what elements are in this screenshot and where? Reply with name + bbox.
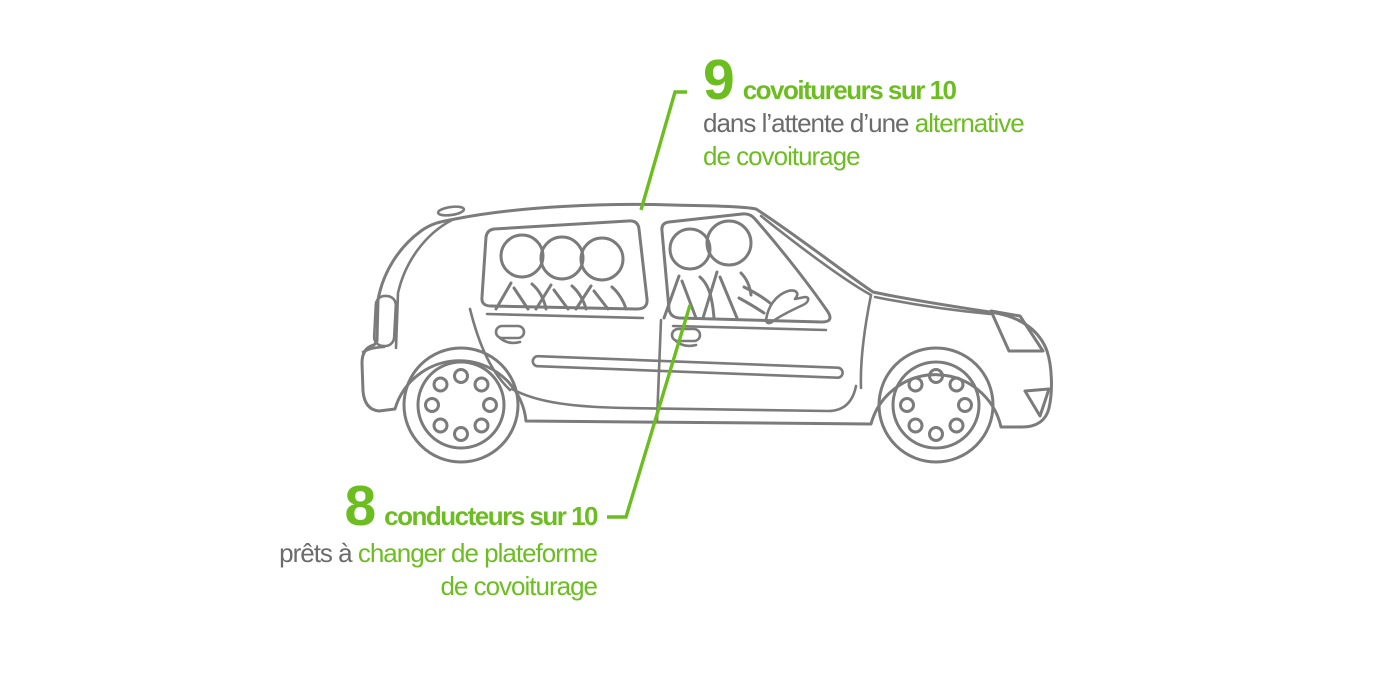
door-handle-rear xyxy=(494,324,526,345)
headlight xyxy=(989,309,1045,353)
rear-passengers xyxy=(494,233,628,311)
front-occupants xyxy=(662,219,772,320)
stat-top-headline: 9 covoitureurs sur 10 xyxy=(703,48,957,112)
stat-top-label: covoitureurs sur 10 xyxy=(742,75,957,105)
side-molding xyxy=(531,354,844,380)
wheel-front xyxy=(877,346,995,464)
rear-window xyxy=(480,219,649,311)
stat-bottom-line3: de covoiturage xyxy=(440,571,598,601)
rear-door-seam xyxy=(468,307,512,392)
antenna xyxy=(436,205,466,217)
stat-top-line2: dans l’attente d’une alternative xyxy=(703,108,1025,138)
rear-bumper-edge xyxy=(361,345,386,354)
door-handle-front xyxy=(670,327,702,348)
wheel-rear xyxy=(402,346,520,464)
stat-bottom-description: prêts à changer de plateforme de covoitu… xyxy=(279,537,598,603)
hatch-seam xyxy=(394,218,454,350)
front-window xyxy=(660,212,832,324)
front-fender-seam xyxy=(859,293,873,390)
stat-bottom-headline: 8 conducteurs sur 10 xyxy=(344,474,598,538)
steering-wheel xyxy=(764,289,810,325)
stat-top-line3: de covoiturage xyxy=(703,141,861,171)
door-bottom-crease xyxy=(510,384,858,413)
stat-top-number: 9 xyxy=(703,48,735,112)
leader-line-top xyxy=(639,90,687,211)
hood-seam xyxy=(873,295,992,316)
stat-bottom-line2: prêts à changer de plateforme xyxy=(279,538,598,568)
rear-door-sill xyxy=(485,312,645,320)
bumper-triangle xyxy=(1023,387,1051,418)
windshield-trim xyxy=(759,214,873,297)
leader-line-bottom xyxy=(607,304,692,519)
stat-bottom-number: 8 xyxy=(344,474,376,538)
stat-bottom-label: conducteurs sur 10 xyxy=(384,501,598,531)
front-door-sill xyxy=(671,324,828,332)
stat-top-description: dans l’attente d’une alternative de covo… xyxy=(703,107,1025,173)
driver-arm xyxy=(742,285,772,305)
